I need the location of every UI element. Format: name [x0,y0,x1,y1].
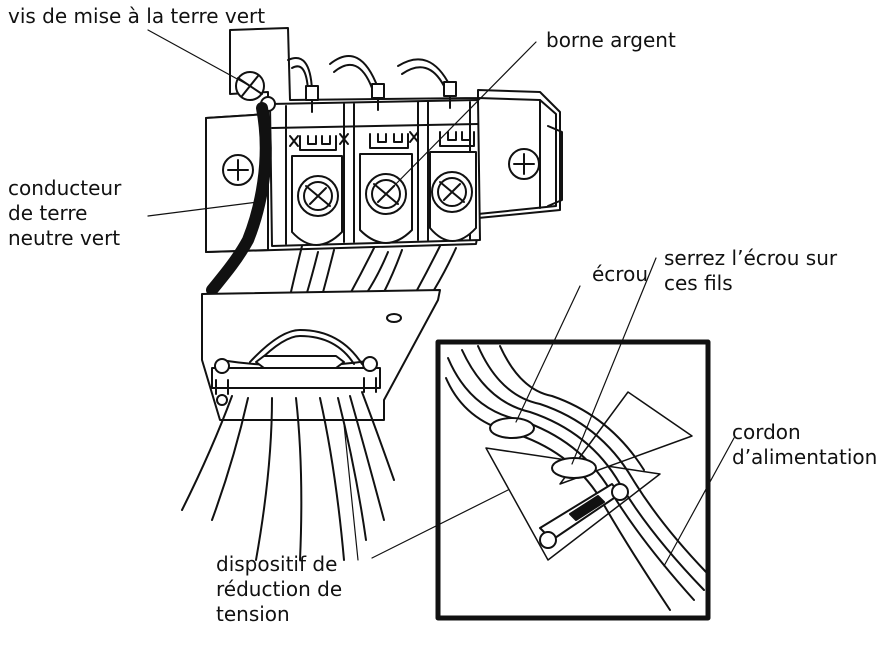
label-neutral-ground-conductor: conducteur de terre neutre vert [8,176,121,251]
top-wires [287,55,457,113]
top-ridge [271,123,479,129]
label-text: vis de mise à la terre vert [8,4,266,28]
leader-ground-screw [147,29,251,87]
terminal-screw-icon [297,171,473,217]
label-nut: écrou [592,262,648,287]
leader-nut [515,285,581,423]
ground-conductor [206,102,272,296]
supply-wires [289,245,457,297]
leader-tighten-nut [571,257,657,465]
label-line: ces fils [664,271,733,295]
leader-strain-main [343,423,359,561]
label-tighten-nut: serrez l’écrou sur ces fils [664,246,837,296]
label-line: tension [216,602,290,626]
right-ear-lip [547,125,563,207]
label-line: serrez l’écrou sur [664,246,838,270]
inset-detail-icon [435,339,711,621]
terminal-block-icon [205,27,563,296]
strain-relief-clamp-icon [211,355,381,395]
leader-strain-inset [371,489,509,559]
leader-lines [147,29,735,567]
mounting-screw-icon [222,148,540,186]
label-power-cord: cordon d’alimentation [732,420,877,470]
label-line: de terre [8,201,88,225]
leader-power-cord [663,437,735,567]
label-text: écrou [592,262,648,286]
label-line: réduction de [216,577,343,601]
label-line: conducteur [8,176,122,200]
label-line: d’alimentation [732,445,878,469]
leader-silver-terminal [385,41,537,195]
label-green-ground-screw: vis de mise à la terre vert [8,4,265,29]
leader-ground-conductor [147,201,259,217]
label-strain-relief: dispositif de réduction de tension [216,552,342,627]
label-text: borne argent [546,28,676,52]
label-line: dispositif de [216,552,338,576]
terminal-tabs [289,131,475,151]
label-line: neutre vert [8,226,121,250]
label-silver-terminal: borne argent [546,28,676,53]
label-line: cordon [732,420,801,444]
